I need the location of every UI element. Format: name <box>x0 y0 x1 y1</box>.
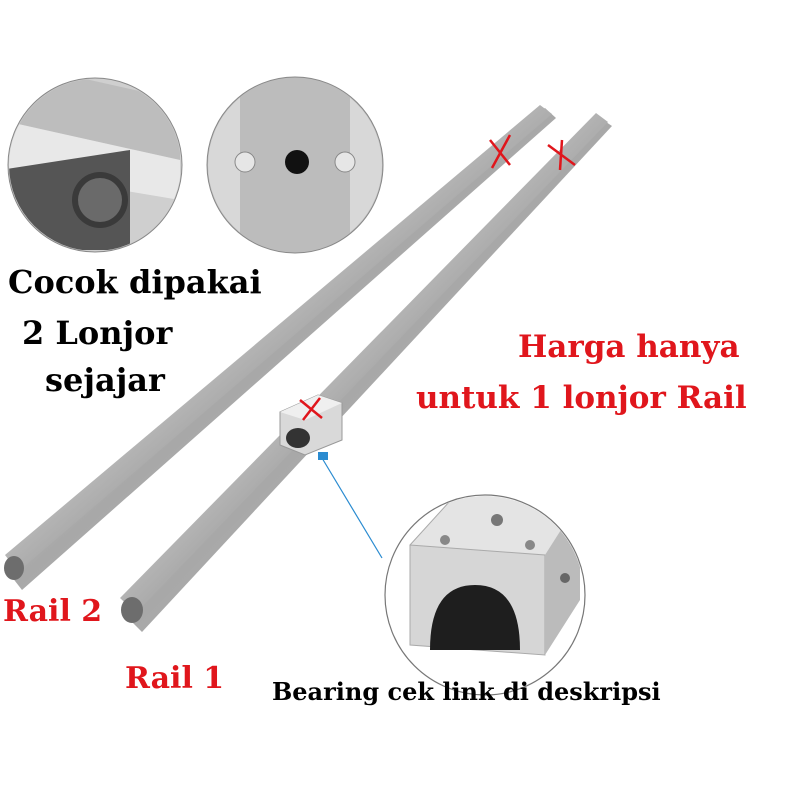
rail-1 <box>120 113 612 632</box>
detail-circle-rail-profile <box>7 77 183 253</box>
price-note-line2: untuk 1 lonjor Rail <box>416 380 747 416</box>
bearing-block <box>279 394 343 460</box>
detail-circle-mounting-holes <box>206 76 384 254</box>
rail-1-label: Rail 1 <box>125 661 225 696</box>
pointer-line <box>321 457 383 559</box>
cross-mark-rail1 <box>547 139 576 171</box>
bearing-note: Bearing cek link di deskripsi <box>272 677 661 706</box>
suitable-text-line1: Cocok dipakai <box>8 263 262 301</box>
suitable-text-line2: 2 Lonjor <box>22 314 173 352</box>
cross-mark-rail2 <box>489 134 512 169</box>
detail-circle-bearing <box>384 494 586 696</box>
rail-2-label: Rail 2 <box>3 594 103 629</box>
suitable-text-line3: sejajar <box>45 361 165 399</box>
price-note-line1: Harga hanya <box>518 329 740 365</box>
rail-2 <box>4 105 556 590</box>
